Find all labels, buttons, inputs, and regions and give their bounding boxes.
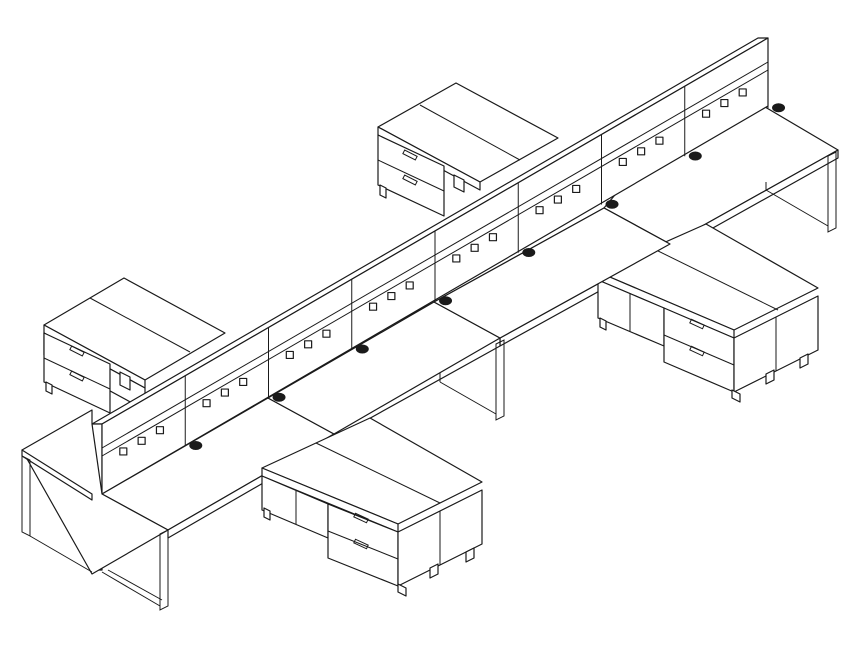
cable-grommet (189, 440, 203, 450)
cable-grommet (439, 296, 453, 306)
cable-grommet (355, 344, 369, 354)
power-outlet (618, 157, 627, 167)
storage-pedestal-back-right (377, 82, 559, 217)
power-outlet (285, 350, 294, 360)
power-outlet (488, 233, 498, 242)
cable-grommet (272, 392, 286, 402)
power-outlet (452, 254, 461, 263)
cable-grommet (772, 103, 786, 113)
cable-grommet (605, 199, 619, 209)
power-outlet (119, 447, 128, 456)
desk-row-left (21, 207, 671, 611)
power-outlet (572, 184, 581, 194)
power-outlet (239, 377, 248, 387)
power-outlet (155, 426, 165, 435)
power-outlet (387, 291, 396, 301)
power-outlet (637, 147, 646, 156)
power-outlet (137, 436, 146, 445)
power-outlet (655, 136, 664, 145)
grommets (189, 103, 786, 450)
privacy-panel-spine (91, 37, 769, 571)
power-outlet (368, 302, 378, 311)
power-outlet (322, 329, 331, 338)
storage-pedestal-center (261, 417, 483, 597)
power-outlet (553, 195, 562, 204)
power-outlet (202, 399, 211, 408)
storage-pedestal-back-left (43, 277, 226, 414)
cable-grommet (688, 151, 702, 161)
power-outlet (535, 206, 544, 215)
power-outlet (470, 243, 479, 252)
cable-grommet (522, 247, 536, 257)
power-outlet (738, 88, 747, 97)
power-outlet (701, 109, 711, 118)
power-outlet (304, 340, 313, 349)
power-outlet (720, 98, 729, 108)
power-outlet (220, 388, 229, 397)
power-outlet (405, 281, 414, 290)
